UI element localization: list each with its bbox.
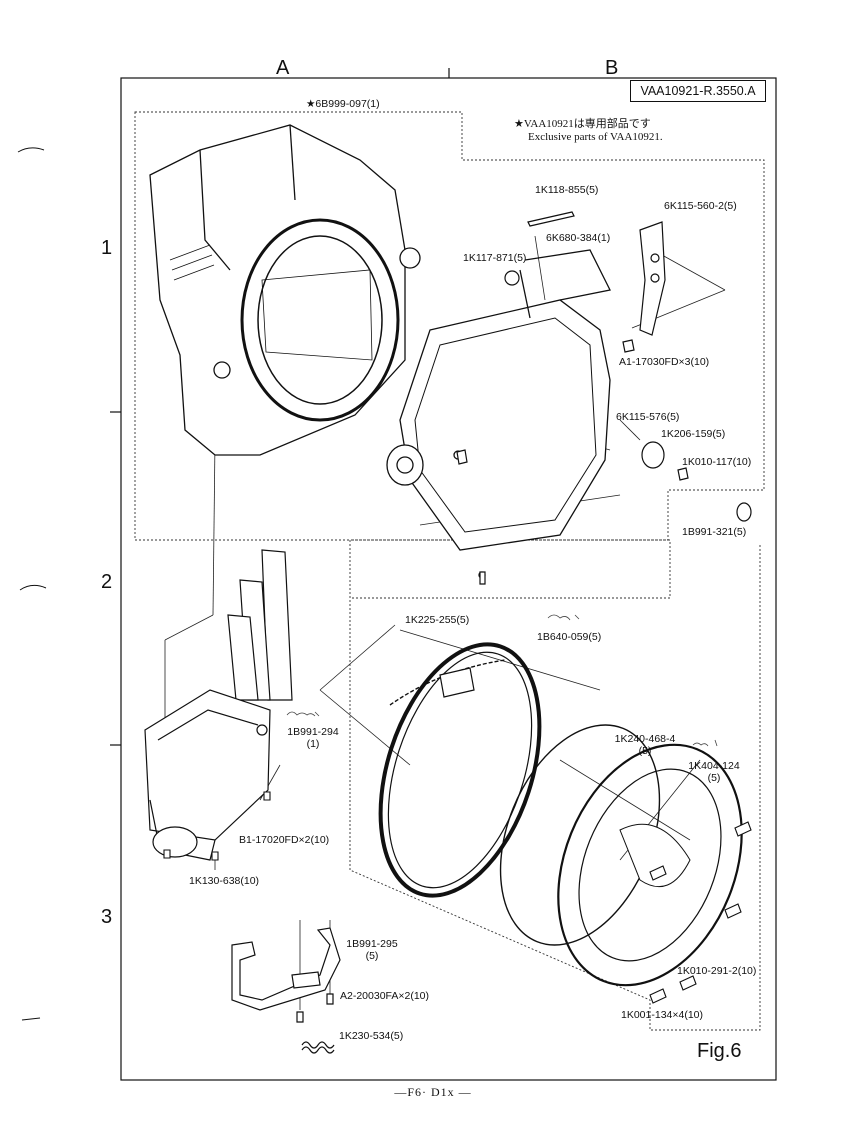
group-connector bbox=[349, 539, 671, 599]
figure-label: Fig.6 bbox=[697, 1040, 742, 1062]
part-label-1k240: 1K240-468-4 bbox=[614, 733, 676, 745]
part-label-1k240-qty: (5) bbox=[638, 745, 652, 757]
part-label-mirror-box: ★6B999-097(1) bbox=[306, 98, 380, 110]
exclusive-note-en: Exclusive parts of VAA10921. bbox=[528, 131, 663, 143]
part-label-1b640: 1B640-059(5) bbox=[537, 631, 602, 643]
part-label-1k118: 1K118-855(5) bbox=[535, 184, 599, 196]
grid-column-b: B bbox=[605, 57, 619, 79]
part-label-1k230: 1K230-534(5) bbox=[339, 1030, 404, 1042]
part-label-b1-screw: B1-17020FD×2(10) bbox=[239, 834, 330, 846]
flex-and-shutter-unit bbox=[144, 549, 293, 861]
screw-a1 bbox=[622, 339, 635, 353]
grid-row-1: 1 bbox=[101, 237, 113, 259]
part-label-1k117: 1K117-871(5) bbox=[463, 252, 527, 264]
part-label-1b991-295-qty: (5) bbox=[365, 950, 379, 962]
bayonet-mount-assembly bbox=[499, 724, 743, 987]
part-label-1k404: 1K404-124 bbox=[688, 760, 740, 772]
part-label-6k680: 6K680-384(1) bbox=[546, 232, 611, 244]
document-number-box: VAA10921-R.3550.A bbox=[630, 80, 766, 102]
grid-row-2: 2 bbox=[101, 571, 113, 593]
front-cover bbox=[386, 249, 611, 579]
part-label-1k225: 1K225-255(5) bbox=[405, 614, 470, 626]
page-footer: —F6· D1x — bbox=[394, 1085, 472, 1099]
mount-group-boundary bbox=[349, 545, 761, 1031]
mirror-box-assembly bbox=[149, 124, 421, 456]
part-label-a2-screw: A2-20030FA×2(10) bbox=[340, 990, 430, 1002]
part-label-a1-screw: A1-17030FD×3(10) bbox=[619, 356, 710, 368]
ring-1b991-321 bbox=[736, 502, 752, 522]
part-label-1k010-291: 1K010-291-2(10) bbox=[677, 965, 757, 977]
grid-row-3: 3 bbox=[101, 906, 113, 928]
exclusive-note-jp: ★VAA10921は専用部品です bbox=[514, 118, 651, 130]
strip-1k118 bbox=[527, 211, 575, 227]
spring-1k230 bbox=[301, 1041, 335, 1054]
part-label-1k206: 1K206-159(5) bbox=[661, 428, 726, 440]
part-label-1k130: 1K130-638(10) bbox=[189, 875, 260, 887]
knob-1k206 bbox=[641, 441, 665, 469]
part-label-1b991-295: 1B991-295 bbox=[346, 938, 398, 950]
part-label-6k115-560: 6K115-560-2(5) bbox=[664, 200, 737, 212]
part-label-1k001: 1K001-134×4(10) bbox=[621, 1009, 704, 1021]
cover-screw bbox=[456, 449, 468, 465]
part-label-1k404-qty: (5) bbox=[707, 772, 721, 784]
part-label-1b991-294-qty: (1) bbox=[306, 738, 320, 750]
part-label-6k115-576: 6K115-576(5) bbox=[616, 411, 680, 423]
grid-column-a: A bbox=[276, 57, 290, 79]
part-label-1k010-117: 1K010-117(10) bbox=[682, 456, 752, 468]
lever-assembly-1b991-295 bbox=[231, 927, 341, 1023]
part-label-1b991-321: 1B991-321(5) bbox=[682, 526, 747, 538]
part-label-1b991-294: 1B991-294 bbox=[287, 726, 339, 738]
shutter-ring-1k225 bbox=[378, 642, 542, 898]
roller-1k117 bbox=[504, 270, 520, 286]
screw-1k010-117 bbox=[677, 467, 689, 481]
